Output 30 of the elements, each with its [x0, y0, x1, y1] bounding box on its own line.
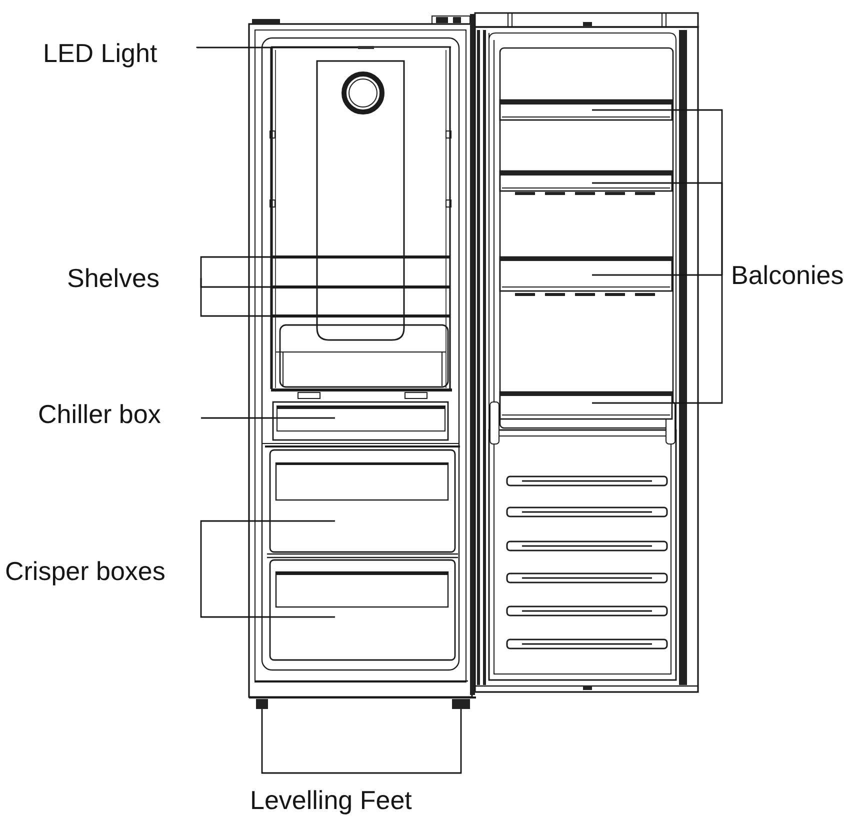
- crisper-drawer: [269, 449, 456, 553]
- leader-line: [672, 182, 723, 275]
- leader-line: [261, 709, 264, 774]
- levelling-foot: [256, 699, 268, 709]
- leader-line: [200, 571, 270, 618]
- shelf: [272, 314, 450, 318]
- leader-line: [263, 709, 462, 774]
- shelf: [272, 256, 450, 258]
- leader-line: [196, 46, 358, 49]
- leader-line: [200, 256, 272, 278]
- part-label: LED Light: [43, 38, 158, 68]
- led-light-strip: [358, 46, 374, 49]
- chiller-drawer: [272, 401, 449, 441]
- door-balcony: [499, 170, 673, 195]
- shelf: [272, 286, 450, 288]
- door-balcony: [499, 256, 673, 296]
- door-balcony: [499, 391, 673, 420]
- part-label: Levelling Feet: [250, 785, 412, 815]
- part-label: Balconies: [731, 260, 844, 290]
- leader-line: [672, 274, 722, 276]
- leader-line: [201, 417, 273, 419]
- crisper-drawer: [269, 559, 456, 661]
- leader-line: [672, 275, 723, 404]
- part-label: Chiller box: [38, 399, 161, 429]
- part-label: Crisper boxes: [5, 556, 166, 586]
- leader-line: [200, 278, 272, 317]
- part-label: Shelves: [67, 263, 160, 293]
- door-balcony: [499, 99, 673, 121]
- levelling-foot: [452, 699, 470, 709]
- leader-line: [200, 520, 270, 571]
